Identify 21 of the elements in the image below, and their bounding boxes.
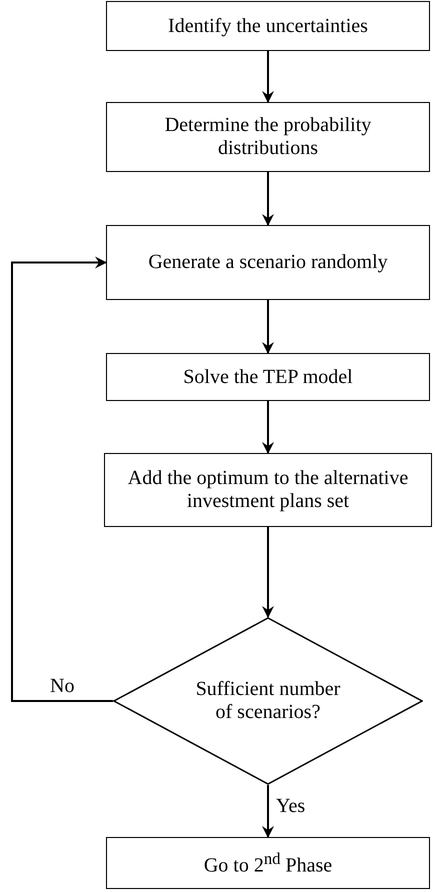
arrow bbox=[262, 401, 274, 454]
node-text: Sufficient number of scenarios? bbox=[194, 678, 342, 724]
process-box bbox=[106, 225, 430, 300]
node-text: Determine the probability distributions bbox=[164, 114, 372, 160]
node-text: Go to 2$^{nd}$ Phase bbox=[204, 848, 332, 878]
process-box bbox=[106, 1, 430, 51]
process-box bbox=[104, 453, 432, 527]
arrow bbox=[262, 300, 274, 354]
arrow bbox=[262, 172, 274, 226]
arrow bbox=[262, 51, 274, 103]
process-box bbox=[106, 837, 430, 889]
process-box bbox=[106, 102, 430, 172]
node-text: Solve the TEP model bbox=[183, 366, 353, 388]
arrow bbox=[262, 527, 274, 618]
arrow bbox=[262, 785, 274, 838]
node-text: Add the optimum to the alternative investment plans set bbox=[126, 467, 410, 513]
process-box bbox=[106, 353, 430, 401]
arrow bbox=[11, 256, 113, 702]
node-text: Generate a scenario randomly bbox=[148, 251, 388, 274]
node-text: Identify the uncertainties bbox=[168, 14, 368, 38]
decision-diamond bbox=[113, 617, 423, 785]
